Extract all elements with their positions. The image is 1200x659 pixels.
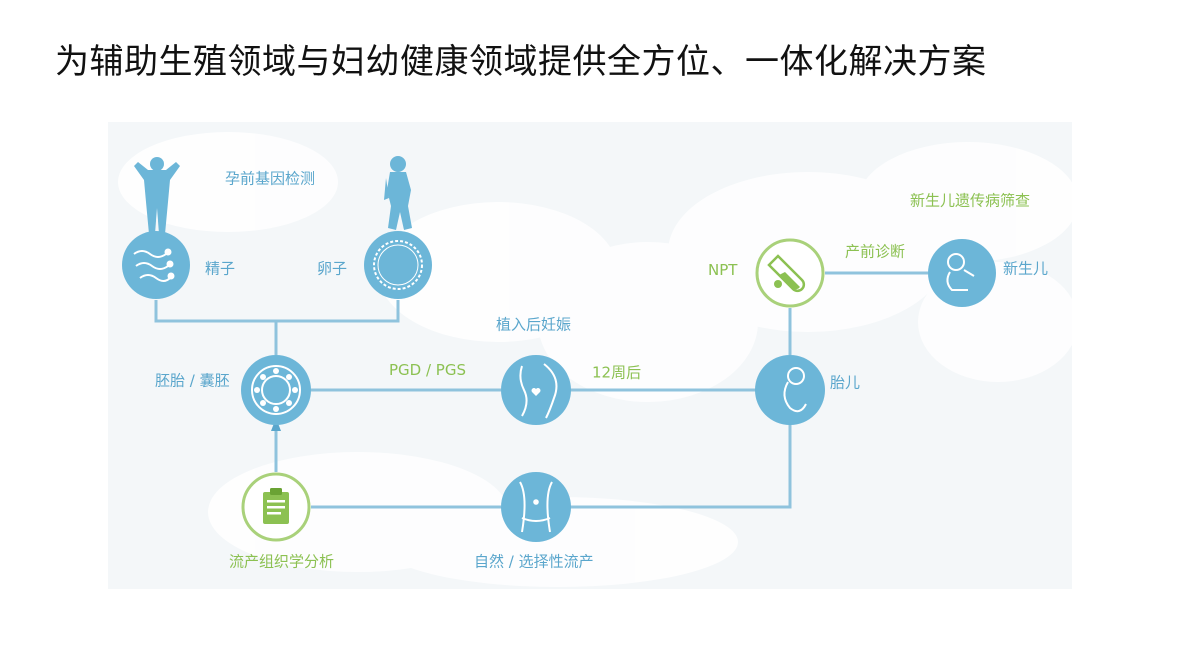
analysis-node	[241, 472, 311, 542]
sperm-icon	[133, 248, 175, 282]
pregnancy-node	[501, 355, 571, 425]
fetus-to-abortion-line	[570, 424, 792, 509]
parent-join-line	[154, 300, 400, 323]
blastocyst-icon	[251, 365, 301, 415]
egg-label: 卵子	[317, 259, 348, 278]
prenatal-gene-test-label: 孕前基因检测	[225, 169, 316, 188]
clipboard-icon	[263, 488, 289, 524]
male-silhouette-icon	[134, 157, 180, 234]
pgd-pgs-label: PGD / PGS	[389, 361, 466, 379]
newborn-screening-label: 新生儿遗传病筛查	[910, 191, 1031, 210]
egg-node	[364, 231, 432, 299]
baby-icon	[946, 253, 975, 291]
miscarriage-analysis-label: 流产组织学分析	[229, 552, 335, 571]
fetus-icon	[783, 367, 807, 413]
test-tube-icon	[767, 254, 806, 293]
page-title: 为辅助生殖领域与妇幼健康领域提供全方位、一体化解决方案	[55, 42, 987, 82]
newborn-label: 新生儿	[1003, 259, 1049, 278]
ivf-solution-diagram: 孕前基因检测 精子 卵子 胚胎 / 囊胚 PGD / PGS 植入后妊娠 12周…	[108, 122, 1072, 589]
npt-node	[755, 238, 825, 308]
npt-label: NPT	[708, 261, 738, 279]
egg-cell-icon	[373, 240, 423, 290]
embryo-node	[241, 355, 311, 425]
sperm-node	[122, 231, 190, 299]
sperm-label: 精子	[205, 259, 236, 278]
abdomen-icon	[519, 481, 553, 533]
newborn-node	[928, 239, 996, 307]
implantation-label: 植入后妊娠	[496, 315, 572, 334]
pregnant-belly-icon	[519, 363, 558, 419]
female-silhouette-icon	[384, 156, 412, 230]
weeks12-label: 12周后	[592, 363, 642, 382]
connector-lines	[154, 271, 928, 509]
fetus-node	[755, 355, 825, 425]
fetus-label: 胎儿	[830, 373, 861, 392]
natural-abortion-label: 自然 / 选择性流产	[474, 552, 594, 571]
prenatal-diagnosis-label: 产前诊断	[845, 242, 906, 261]
abortion-node	[501, 472, 571, 542]
diagram-canvas	[118, 132, 1072, 587]
embryo-label: 胚胎 / 囊胚	[155, 371, 230, 390]
